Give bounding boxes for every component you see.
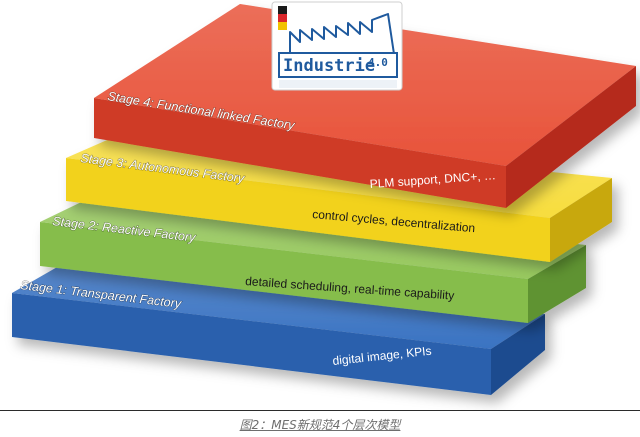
layer-stage2-front	[528, 245, 586, 323]
factory-roof-icon	[289, 13, 395, 55]
maturity-stack-diagram: Stage 1: Transparent Factory digital ima…	[12, 1, 636, 395]
industrie-logo: Industrie 4.0	[271, 1, 403, 91]
caption-rule	[0, 410, 640, 411]
layer-stage2	[40, 194, 586, 323]
logo-wordmark: Industrie	[283, 56, 375, 76]
layer-stage3-side	[66, 158, 550, 262]
layer-stage1-side	[12, 293, 491, 395]
layer-stage3-front	[550, 178, 612, 262]
layer-stage1	[12, 262, 545, 395]
figure-caption: 图2：MES新规范4个层次模型	[239, 418, 401, 432]
german-flag-icon	[278, 6, 287, 30]
logo-version: 4.0	[368, 56, 388, 69]
layer-stage1-front	[491, 314, 545, 395]
layer-stage2-side	[40, 222, 528, 323]
layer-stage4-front	[506, 66, 636, 208]
layer-stage4-side	[94, 98, 506, 208]
